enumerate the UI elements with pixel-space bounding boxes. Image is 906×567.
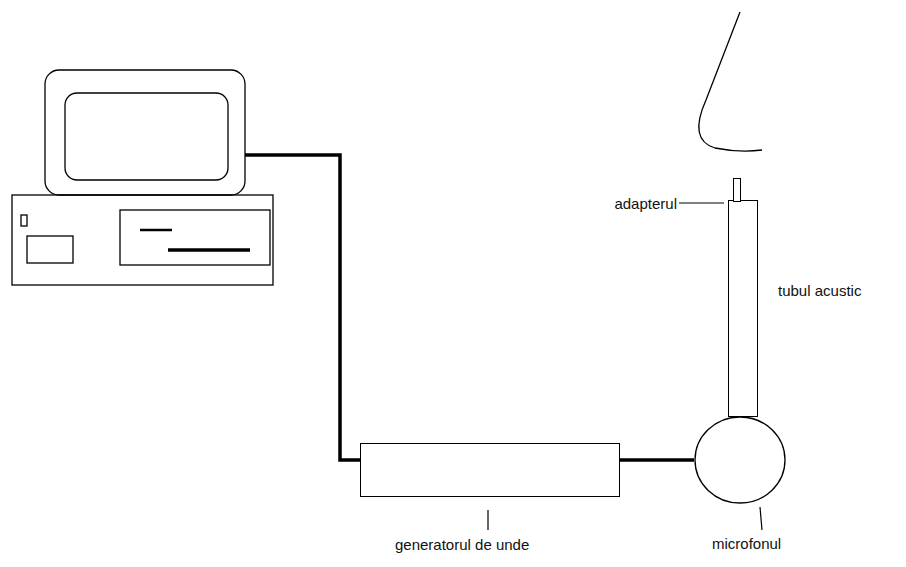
case-panel [27, 236, 73, 263]
screen [65, 93, 228, 180]
signal-cable [620, 458, 694, 462]
computer-drawing [12, 70, 273, 285]
generator-label: generatorul de unde [393, 537, 531, 554]
microphone-label: microfonul [710, 536, 783, 553]
leader-line [675, 202, 724, 203]
leader-line [760, 507, 762, 530]
wave-generator: generatorul de unde [360, 443, 620, 497]
monitor [45, 70, 245, 195]
drive-slot [168, 248, 250, 252]
adapter: adapterul [733, 178, 741, 202]
ear-outline [699, 12, 762, 151]
microphone-circle [695, 417, 785, 503]
leader-line [487, 510, 488, 530]
tube-label: tubul acustic [776, 283, 863, 300]
acoustic-tube: tubul acustic [728, 200, 758, 417]
drive-panel [120, 210, 270, 265]
power-button [21, 215, 27, 226]
cable [245, 155, 360, 460]
drive-slot [140, 229, 172, 232]
adapter-label: adapterul [612, 196, 679, 213]
microphone-outline [694, 416, 786, 504]
microphone: microfonul [694, 416, 786, 504]
computer-case [12, 195, 273, 285]
